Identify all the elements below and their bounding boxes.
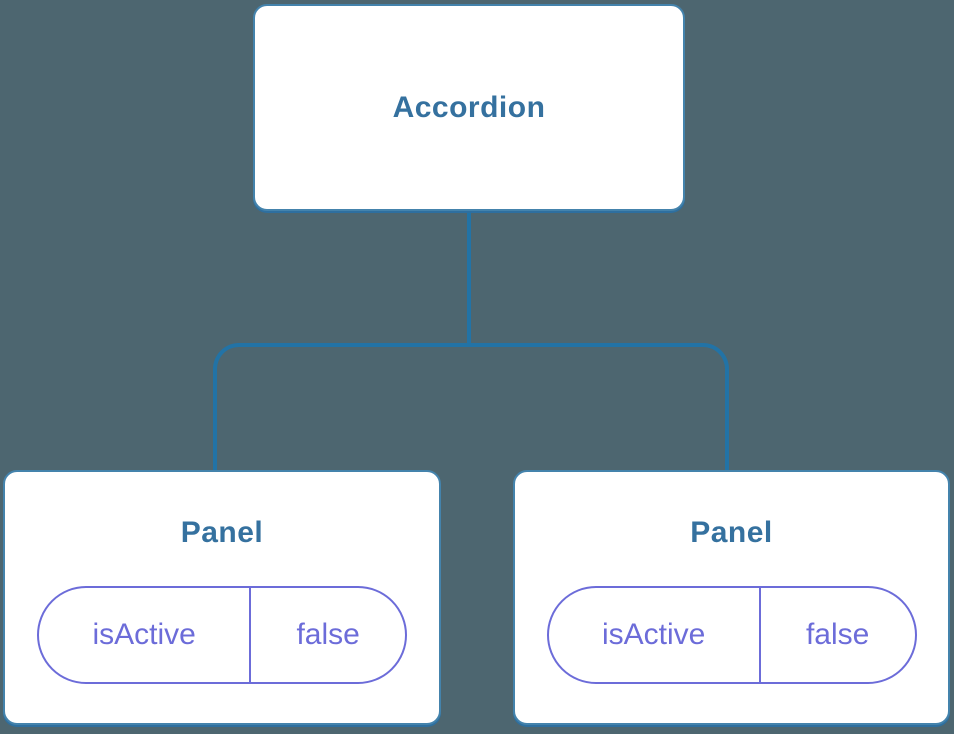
state-pill: isActive false [37,586,407,684]
node-accordion-label: Accordion [392,90,546,124]
state-value-label: false [805,618,870,651]
state-key-cell: isActive [549,588,761,682]
node-panel-first: Panel isActive false [3,470,441,725]
state-key-label: isActive [601,618,706,651]
state-value-cell: false [761,588,915,682]
state-key-label: isActive [92,618,196,651]
state-pill: isActive false [546,586,917,684]
state-key-cell: isActive [39,588,252,682]
state-value-cell: false [251,588,405,682]
connector-branch [213,343,729,472]
connector-stem [467,209,471,347]
node-panel-label: Panel [180,516,264,549]
node-panel-label: Panel [690,516,773,549]
node-accordion: Accordion [253,4,685,211]
state-value-label: false [296,618,360,651]
node-panel-second: Panel isActive false [513,470,950,725]
